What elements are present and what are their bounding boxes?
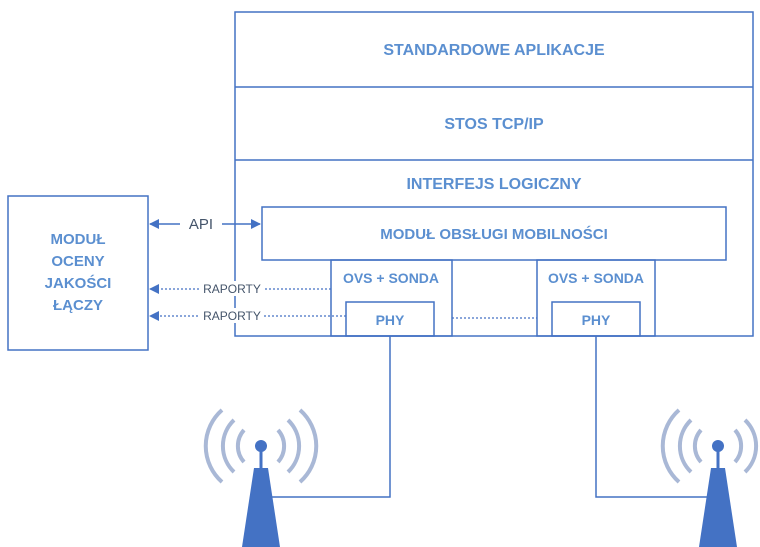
phy-label-2: PHY bbox=[582, 312, 611, 328]
layer-logical-label: INTERFEJS LOGICZNY bbox=[406, 176, 581, 193]
quality-module-line-3: JAKOŚCI bbox=[45, 274, 112, 292]
ovs-label-2: OVS + SONDA bbox=[548, 270, 644, 286]
stack-outer-frame bbox=[234, 11, 754, 337]
api-connector: API bbox=[149, 216, 261, 233]
ovs-label-1: OVS + SONDA bbox=[343, 270, 439, 286]
layer-tcpip-label: STOS TCP/IP bbox=[444, 116, 544, 133]
protocol-stack: STANDARDOWE APLIKACJE STOS TCP/IP INTERF… bbox=[234, 11, 754, 337]
report-label-2: RAPORTY bbox=[203, 309, 261, 323]
report-connector-1: RAPORTY bbox=[149, 281, 331, 296]
phy-cable-1 bbox=[260, 336, 391, 498]
antenna-icon bbox=[660, 408, 759, 547]
layer-apps-label: STANDARDOWE APLIKACJE bbox=[383, 42, 605, 59]
mobility-module-box bbox=[261, 206, 727, 261]
report-label-bg-1 bbox=[200, 281, 264, 296]
report-label-bg-2 bbox=[200, 308, 264, 323]
antenna-icon bbox=[203, 408, 319, 547]
quality-module-line-2: OCENY bbox=[51, 253, 104, 270]
phy-cable-2 bbox=[595, 336, 719, 498]
quality-module-line-1: MODUŁ bbox=[51, 231, 106, 248]
mobility-module-label: MODUŁ OBSŁUGI MOBILNOŚCI bbox=[380, 225, 608, 243]
report-label-1: RAPORTY bbox=[203, 282, 261, 296]
api-label: API bbox=[189, 216, 213, 233]
interface-2: OVS + SONDA PHY bbox=[536, 259, 656, 337]
quality-module: MODUŁ OCENY JAKOŚCI ŁĄCZY bbox=[7, 195, 149, 351]
interface-1: OVS + SONDA PHY bbox=[330, 259, 453, 337]
report-connector-2: RAPORTY bbox=[149, 308, 346, 323]
quality-module-box bbox=[7, 195, 149, 351]
phy-label-1: PHY bbox=[376, 312, 405, 328]
quality-module-line-4: ŁĄCZY bbox=[53, 297, 103, 314]
